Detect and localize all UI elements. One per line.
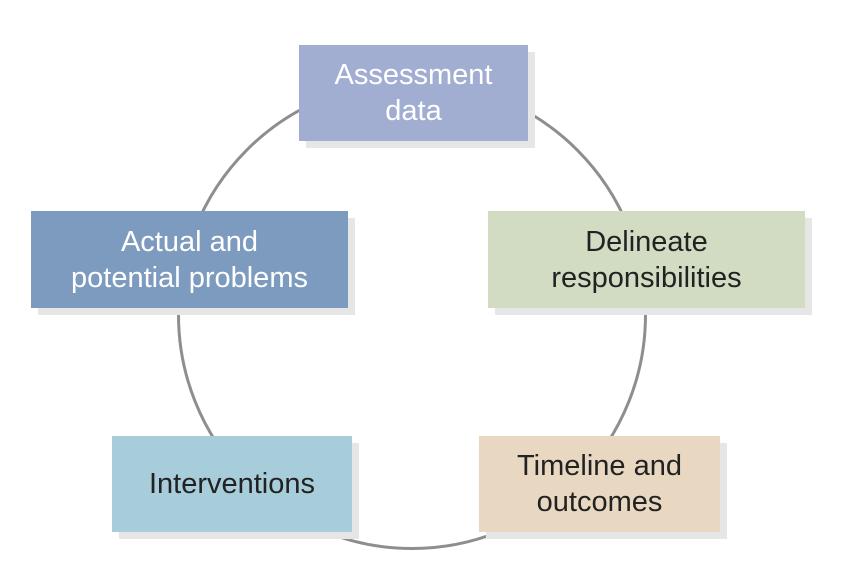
node-timeline-and-outcomes: Timeline and outcomes <box>479 436 720 532</box>
node-label-line: Assessment <box>334 59 493 91</box>
node-actual-and-potential-problems: Actual and potential problems <box>31 211 348 308</box>
node-label: Timeline and outcomes <box>517 448 682 520</box>
node-label-line: data <box>385 95 442 127</box>
node-label-line: Interventions <box>148 468 316 500</box>
node-delineate-responsibilities: Delineate responsibilities <box>488 211 805 308</box>
node-label-line: Actual and <box>120 225 259 258</box>
node-label-line: Delineate <box>585 225 708 258</box>
node-label-line: outcomes <box>536 486 663 518</box>
node-label: Assessment data <box>335 57 493 129</box>
node-label-line: Timeline and <box>517 450 682 482</box>
node-label: Actual and potential problems <box>71 224 308 296</box>
node-assessment-data: Assessment data <box>299 45 528 141</box>
node-interventions: Interventions <box>112 436 352 532</box>
node-label: Delineate responsibilities <box>551 224 741 296</box>
node-label-line: potential problems <box>71 261 308 294</box>
node-label: Interventions <box>149 466 315 502</box>
node-label-line: responsibilities <box>551 261 742 294</box>
